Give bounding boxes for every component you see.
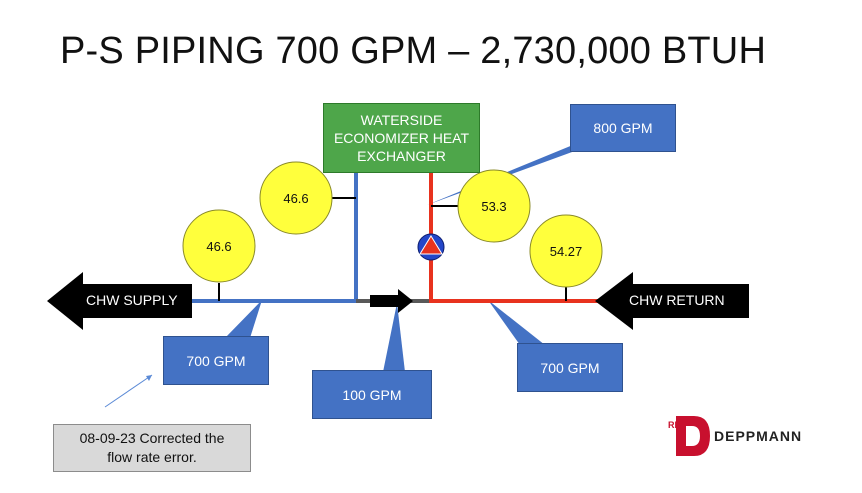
logo-mark: RL [668,420,680,430]
logo-text: DEPPMANN [714,428,803,444]
callout-100-tail [383,303,405,372]
heat-exchanger-box: WATERSIDE ECONOMIZER HEAT EXCHANGER [323,103,480,173]
temp-hx-supply: 46.6 [283,190,309,206]
hx-label-line1: WATERSIDE [360,112,443,128]
note-line2: flow rate error. [107,449,197,465]
hx-label-line3: EXCHANGER [357,148,446,164]
callout-700-right-tail [488,300,545,345]
chw-return-label: CHW RETURN [629,292,725,308]
temp-bubble-return [529,214,603,288]
temp-hx-return: 53.3 [481,198,507,214]
deppmann-logo-icon [676,416,710,456]
revision-note: 08-09-23 Corrected the flow rate error. [53,424,251,472]
chw-supply-label: CHW SUPPLY [86,292,178,308]
flow-arrow-icon [370,289,413,313]
callout-100-gpm: 100 GPM [312,370,432,419]
slide-title: P-S PIPING 700 GPM – 2,730,000 BTUH [60,30,767,72]
temp-return-main: 54.27 [549,243,583,259]
callout-700-left-tail [225,300,262,338]
temp-bubble-hx-supply [259,161,333,235]
pump-icon [417,233,445,261]
callout-700-gpm-right: 700 GPM [517,343,623,392]
hx-label-line2: ECONOMIZER HEAT [333,130,470,146]
temp-bubble-supply [182,209,256,283]
chw-return-arrow [595,272,749,330]
note-line1: 08-09-23 Corrected the [79,430,225,446]
temp-supply-main: 46.6 [206,238,232,254]
chw-supply-arrow [47,272,192,330]
callout-700-gpm-left: 700 GPM [163,336,269,385]
callout-800-gpm: 800 GPM [570,104,676,152]
temp-bubble-hx-return [457,169,531,243]
